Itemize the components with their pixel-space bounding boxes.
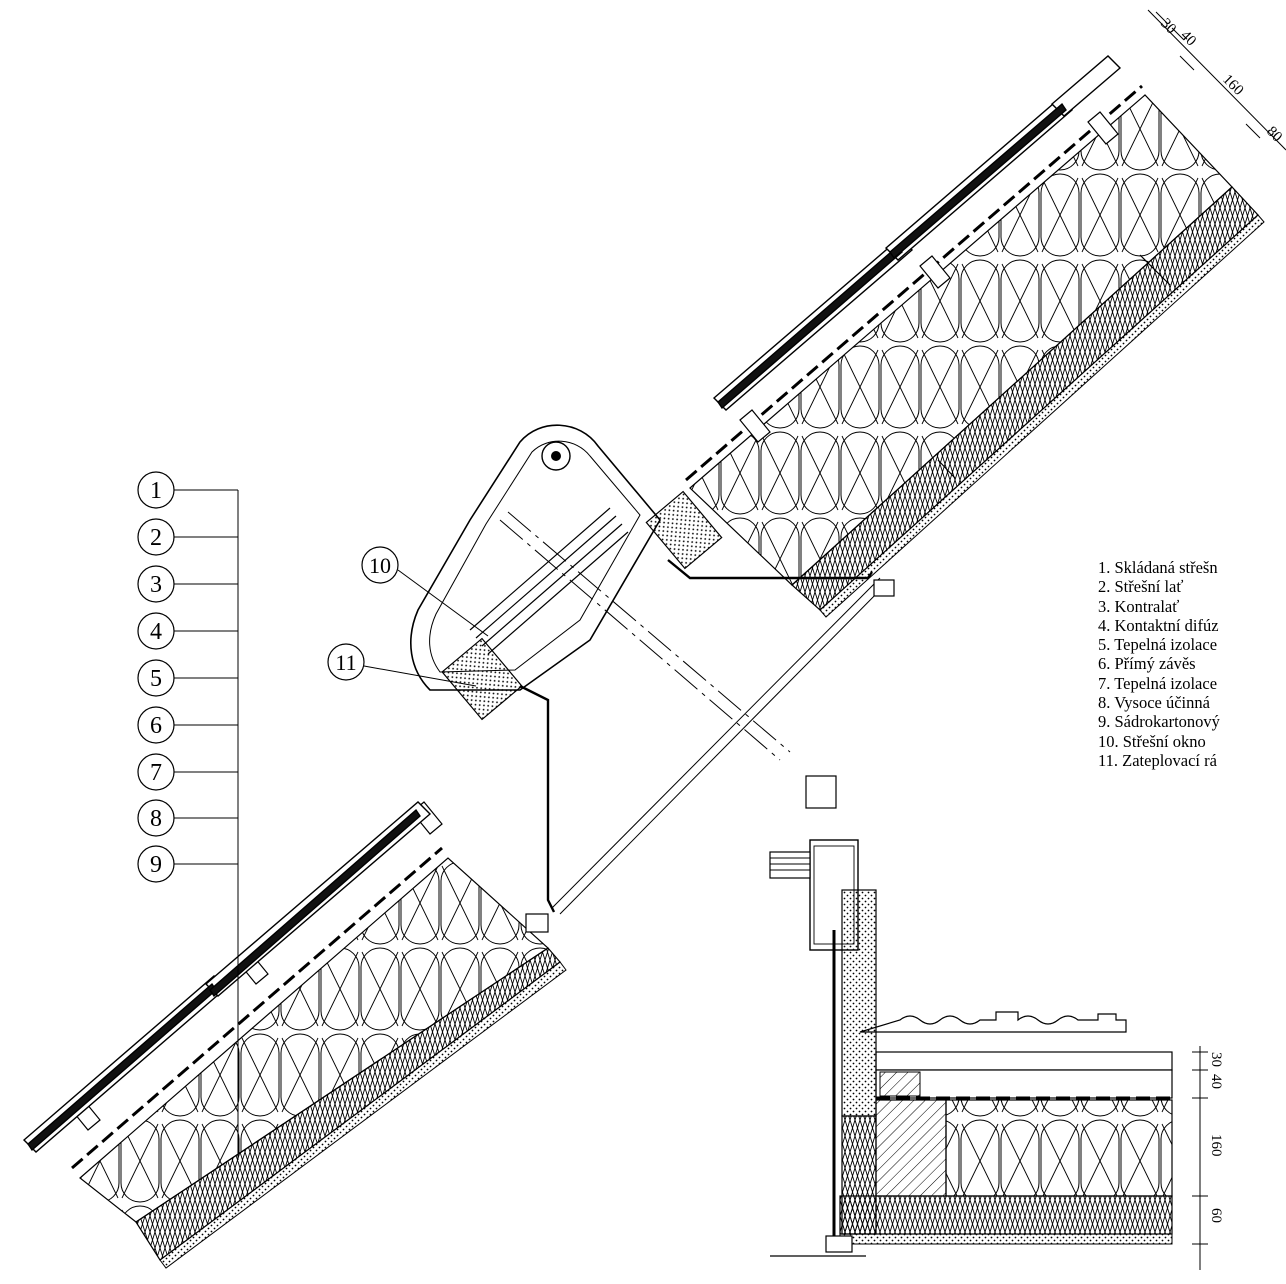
callout-7-label: 7 [150, 760, 162, 786]
callout-6: 6 [137, 706, 238, 744]
legend-item-11: 11. Zateplovací rá [1098, 750, 1217, 770]
detail-batten [875, 1051, 1173, 1071]
upper-main-insulation [689, 94, 1233, 586]
callout-8: 8 [137, 799, 238, 837]
lower-roof-tiles [22, 801, 432, 1153]
detail-dim-60: 60 [1208, 1208, 1224, 1223]
legend-item-8: 8. Vysoce účinná [1098, 693, 1210, 713]
detail-roof-tiles [859, 1011, 1127, 1033]
callout-1: 1 [137, 471, 238, 509]
callout-10: 10 [361, 546, 489, 637]
legend-item-5: 5. Tepelná izolace [1098, 635, 1218, 655]
interior-trim-upper [873, 579, 895, 597]
eave-detail: 30 40 160 60 [769, 775, 1224, 1270]
detail-dim-40: 40 [1208, 1074, 1224, 1089]
detail-main-insulation [945, 1099, 1173, 1197]
detail-dim-30: 30 [1208, 1052, 1224, 1067]
lower-roof-assembly [22, 801, 567, 1269]
callout-3: 3 [137, 565, 238, 603]
callout-5: 5 [137, 659, 238, 697]
detail-rafter [875, 1099, 947, 1197]
callout-2: 2 [137, 518, 238, 556]
upper-roof-assembly [685, 55, 1265, 618]
window-axis-lines [499, 511, 887, 915]
legend-item-1: 1. Skládaná střešn [1098, 558, 1218, 577]
callout-10-label: 10 [369, 553, 391, 578]
callout-stack: 1 2 3 4 5 6 7 [137, 471, 239, 1160]
legend-item-3: 3. Kontralať [1098, 596, 1180, 616]
main-dim-30: 30 [1157, 16, 1179, 38]
detail-secondary-insulation [839, 1195, 1173, 1235]
lower-plasterboard [159, 961, 567, 1269]
upper-hangers [937, 254, 1171, 479]
upper-counter-battens [739, 111, 1119, 443]
legend-item-10: 10. Střešní okno [1098, 731, 1206, 751]
detail-insulation-frame [841, 889, 877, 1117]
legend-item-4: 4. Kontaktní difúz [1098, 615, 1219, 635]
insulation-frame-lower [441, 637, 523, 721]
window-glazing [469, 507, 629, 655]
callout-11-label: 11 [335, 650, 356, 675]
window-sash [410, 424, 661, 691]
roof-window [410, 424, 895, 933]
upper-plasterboard [819, 214, 1265, 618]
insulation-frame-upper [645, 490, 723, 570]
main-dim-160: 160 [1219, 72, 1246, 99]
callout-9: 9 [137, 845, 238, 883]
lower-lining [519, 684, 556, 913]
detail-lining-insulation [841, 1115, 877, 1235]
legend-item-2: 2. Střešní lať [1098, 577, 1184, 597]
callout-11: 11 [327, 643, 477, 687]
callout-4: 4 [137, 612, 238, 650]
legend: 1. Skládaná střešn 2. Střešní lať 3. Kon… [1098, 558, 1220, 770]
main-dimension-chain [1147, 9, 1286, 151]
callout-6-label: 6 [150, 713, 162, 739]
legend-item-6: 6. Přímý závěs [1098, 654, 1196, 674]
upper-lining [667, 559, 873, 580]
main-dim-80: 80 [1263, 124, 1285, 146]
detail-dim-160: 160 [1208, 1134, 1224, 1157]
legend-item-9: 9. Sádrokartonový [1098, 712, 1220, 732]
callout-4-label: 4 [150, 619, 162, 645]
callout-9-label: 9 [150, 852, 162, 878]
main-dim-40: 40 [1177, 28, 1199, 50]
upper-roof-tiles [712, 55, 1122, 411]
legend-item-7: 7. Tepelná izolace [1098, 673, 1218, 693]
detail-plasterboard [839, 1233, 1173, 1245]
callout-3-label: 3 [150, 572, 162, 598]
callout-5-label: 5 [150, 666, 162, 692]
callout-7: 7 [137, 753, 238, 791]
callout-2-label: 2 [150, 525, 162, 551]
callout-8-label: 8 [150, 806, 162, 832]
upper-membrane [685, 84, 1143, 482]
lower-membrane [71, 846, 443, 1170]
callout-1-label: 1 [150, 478, 162, 504]
interior-trim-lower [525, 913, 549, 933]
